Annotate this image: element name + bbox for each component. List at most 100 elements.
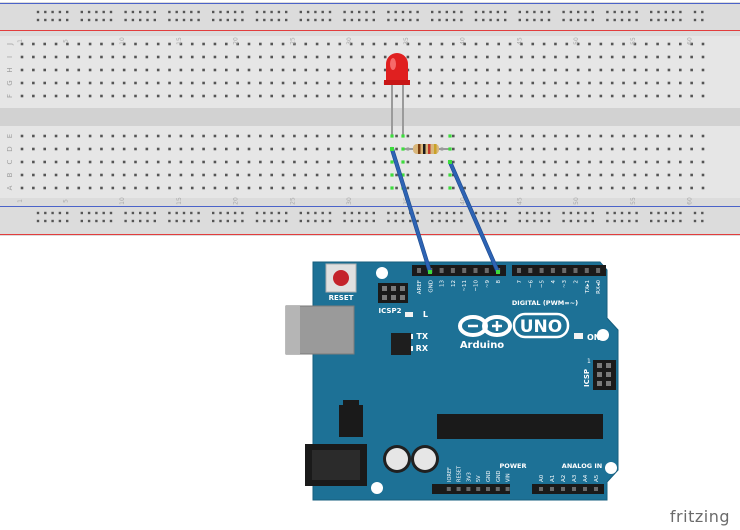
terminal-hole: [100, 173, 103, 177]
rail-hole: [306, 18, 310, 22]
rail-hole: [321, 219, 324, 223]
terminal-hole: [20, 134, 24, 138]
terminal-hole: [520, 186, 523, 190]
analog-pin-label: A0: [539, 474, 545, 482]
rail-hole: [102, 18, 105, 22]
terminal-hole: [508, 55, 512, 59]
terminal-hole: [100, 94, 103, 98]
terminal-hole: [576, 147, 580, 151]
rail-hole: [613, 18, 616, 22]
terminal-hole: [679, 134, 682, 138]
terminal-hole: [644, 68, 648, 72]
rail-hole: [95, 18, 98, 22]
terminal-hole: [54, 94, 58, 98]
terminal-hole: [610, 42, 614, 46]
digital-pin-label: ~9: [485, 280, 491, 289]
terminal-hole: [440, 173, 444, 177]
terminal-hole: [247, 94, 251, 98]
terminal-hole: [111, 42, 115, 46]
terminal-hole: [667, 42, 671, 46]
terminal-hole: [236, 147, 239, 151]
resistor-band: [418, 144, 421, 154]
rail-hole: [372, 18, 375, 22]
terminal-hole: [372, 160, 376, 164]
terminal-hole: [452, 186, 455, 190]
terminal-hole: [667, 68, 671, 72]
terminal-hole: [690, 81, 693, 85]
terminal-hole: [372, 68, 376, 72]
rail-hole: [102, 211, 105, 215]
header-pin: [462, 268, 467, 273]
terminal-hole: [259, 134, 262, 138]
terminal-hole: [168, 173, 171, 177]
terminal-hole: [179, 42, 183, 46]
rail-hole: [482, 219, 485, 223]
rail-hole: [314, 211, 317, 215]
terminal-hole: [134, 134, 137, 138]
terminal-hole: [77, 134, 81, 138]
terminal-hole: [679, 42, 682, 46]
header-pin: [456, 487, 461, 491]
terminal-hole: [88, 94, 92, 98]
row-letter-label: D: [6, 146, 14, 151]
rail-hole: [452, 219, 456, 223]
terminal-hole: [190, 186, 194, 190]
terminal-hole: [372, 55, 376, 59]
terminal-hole: [440, 81, 444, 85]
rail-hole: [44, 211, 47, 215]
terminal-hole: [554, 55, 557, 59]
terminal-hole: [531, 94, 535, 98]
rail-hole: [124, 10, 127, 14]
terminal-hole: [168, 94, 171, 98]
rail-hole: [36, 18, 40, 22]
terminal-hole: [134, 147, 137, 151]
digital-pin-label: 7: [517, 280, 523, 284]
terminal-hole: [542, 42, 546, 46]
rail-hole: [401, 211, 405, 215]
terminal-hole: [236, 186, 239, 190]
terminal-hole: [565, 186, 569, 190]
terminal-hole: [417, 160, 421, 164]
terminal-hole: [225, 55, 228, 59]
terminal-hole: [54, 81, 58, 85]
rail-hole: [233, 211, 237, 215]
terminal-hole: [474, 94, 478, 98]
rail-hole: [66, 211, 69, 215]
connected-hole-highlight: [448, 173, 452, 177]
terminal-hole: [213, 147, 217, 151]
terminal-hole: [644, 55, 648, 59]
rail-hole: [671, 18, 675, 22]
terminal-hole: [508, 94, 512, 98]
digital-pin-label: 8: [496, 280, 502, 284]
terminal-hole: [122, 68, 126, 72]
terminal-hole: [259, 94, 262, 98]
terminal-hole: [327, 94, 330, 98]
rail-hole: [306, 219, 310, 223]
rail-hole: [474, 211, 478, 215]
wire-end: [496, 270, 500, 274]
terminal-hole: [213, 173, 217, 177]
terminal-hole: [66, 42, 69, 46]
terminal-hole: [610, 173, 614, 177]
terminal-hole: [622, 42, 625, 46]
terminal-hole: [190, 173, 194, 177]
rail-hole: [650, 211, 653, 215]
rail-hole: [233, 18, 237, 22]
terminal-hole: [486, 173, 489, 177]
terminal-hole: [429, 134, 432, 138]
rail-hole: [365, 219, 368, 223]
terminal-hole: [361, 147, 364, 151]
terminal-hole: [531, 42, 535, 46]
terminal-hole: [429, 173, 432, 177]
terminal-hole: [486, 55, 489, 59]
header-pin: [495, 487, 500, 491]
terminal-hole: [54, 68, 58, 72]
terminal-hole: [145, 81, 149, 85]
terminal-hole: [225, 94, 228, 98]
connected-hole-highlight: [401, 134, 405, 138]
terminal-hole: [542, 68, 546, 72]
terminal-hole: [542, 160, 546, 164]
terminal-hole: [690, 42, 693, 46]
terminal-hole: [554, 160, 557, 164]
rail-hole: [87, 10, 91, 14]
